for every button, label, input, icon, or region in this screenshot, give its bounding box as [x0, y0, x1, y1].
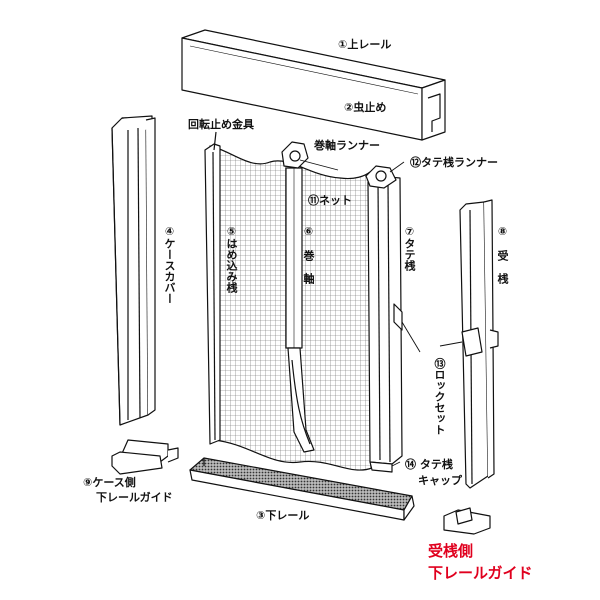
receiving-side-rail-guide	[443, 507, 491, 535]
upper-rail-part	[181, 29, 446, 141]
receiving-bar-part	[459, 199, 499, 489]
label-receiving-side-2: 下レールガイド	[428, 564, 533, 582]
label-vertical-bar-cap-1: ⑭ タテ桟	[405, 458, 453, 471]
label-insect-stop: ②虫止め	[344, 101, 387, 114]
label-case-side-guide-2: 下レールガイド	[96, 491, 173, 504]
label-rotation-stop: 回転止め金具	[188, 118, 254, 131]
label-upper-rail: ①上レール	[338, 38, 392, 51]
label-vertical-bar: ⑦タテ桟	[403, 225, 416, 271]
case-cover-part	[111, 115, 156, 426]
label-lock-set: ⑬ロックセット	[433, 358, 446, 435]
case-side-rail-guide	[111, 439, 179, 475]
label-inset-bar: ⑤はめ込み桟	[225, 225, 238, 293]
label-receiving-bar: ⑧受桟	[496, 225, 509, 296]
label-vertical-bar-cap-2: キャップ	[418, 474, 462, 487]
vertical-bar-part	[365, 165, 403, 473]
label-net: ⑪ネット	[308, 194, 352, 207]
label-receiving-side-1: 受桟側	[428, 542, 474, 560]
label-case-side-guide-1: ⑨ケース側	[83, 476, 136, 489]
label-lower-rail: ③下レール	[256, 509, 310, 522]
leader-lines	[299, 159, 463, 467]
label-axis-runner: 巻軸ランナー	[314, 139, 380, 152]
axis-runner	[213, 131, 309, 169]
label-roller-axis: ⑥巻軸	[302, 225, 315, 296]
screen-panel	[204, 143, 373, 471]
label-case-cover: ④ケースカバー	[163, 225, 176, 304]
label-vertical-bar-runner: ⑫タテ桟ランナー	[410, 156, 498, 169]
lower-rail-part	[189, 457, 415, 521]
